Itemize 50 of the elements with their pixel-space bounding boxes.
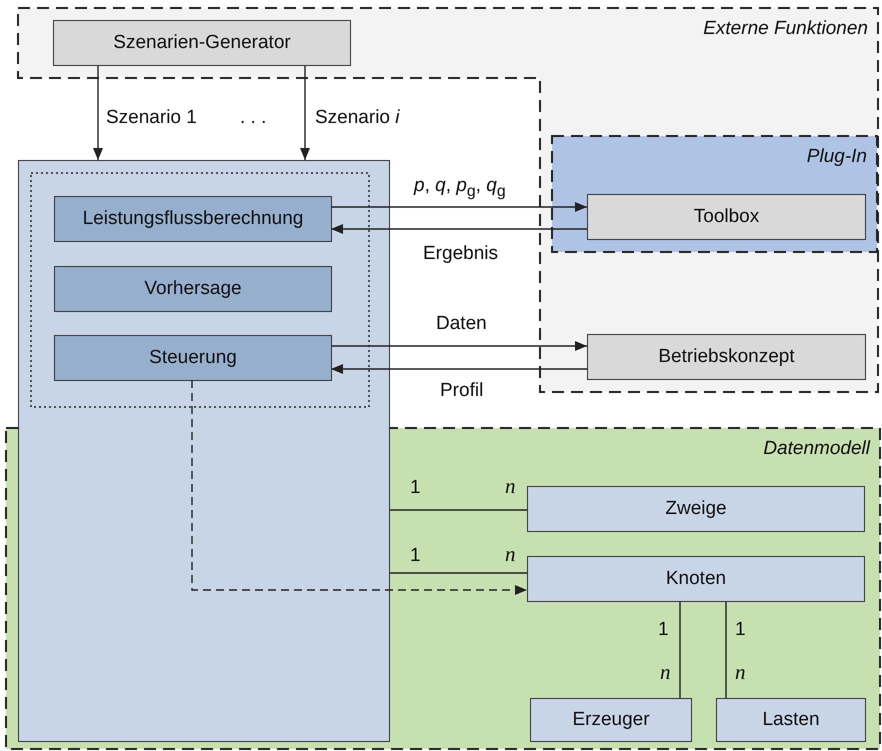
multiplicity-label: 1 [735, 620, 746, 639]
arrow [331, 224, 587, 234]
process-box [54, 196, 332, 242]
process-box [587, 334, 866, 380]
process-box [54, 335, 332, 381]
box-label: Szenarien-Generator [113, 32, 291, 54]
box-label: Knoten [666, 568, 726, 590]
region-title: Externe Funktionen [703, 18, 868, 40]
arrow [300, 66, 310, 160]
box-label: Zweige [665, 498, 727, 520]
container-box [18, 160, 390, 742]
edge-label: Ergebnis [423, 244, 498, 263]
edge-label: Szenario i [315, 108, 400, 127]
edge-label: p, q, p$_{g}$, q$_{g}$ [414, 176, 506, 200]
region-title: Datenmodell [763, 438, 870, 460]
process-box [527, 556, 865, 602]
multiplicity-label: n [660, 662, 670, 683]
process-box [53, 20, 351, 66]
box-label: Lasten [762, 709, 820, 731]
multiplicity-label: n [505, 476, 516, 497]
connector-line [390, 572, 527, 574]
process-box [54, 266, 332, 312]
multiplicity-label: 1 [410, 546, 421, 565]
box-label: Vorhersage [144, 278, 242, 300]
box-label: Steuerung [149, 347, 237, 369]
arrow [331, 202, 587, 212]
connector-line [679, 602, 681, 698]
multiplicity-label: 1 [658, 620, 669, 639]
connector-line [725, 602, 727, 698]
box-label: Betriebskonzept [658, 346, 795, 368]
connector-line [390, 509, 527, 511]
edge-label: Daten [436, 314, 487, 333]
ellipsis-label: . . . [240, 108, 266, 127]
arrow [331, 341, 587, 351]
box-label: Toolbox [694, 206, 760, 228]
arrow [191, 380, 527, 595]
box-label: Erzeuger [572, 709, 650, 731]
multiplicity-label: n [735, 662, 746, 683]
multiplicity-label: n [505, 544, 516, 565]
edge-label: Profil [440, 381, 484, 400]
edge-label: Szenario 1 [106, 108, 197, 127]
arrow [93, 66, 103, 160]
arrow [331, 364, 587, 374]
process-box [530, 698, 692, 742]
multiplicity-label: 1 [410, 478, 421, 497]
region-title: Plug-In [806, 146, 867, 168]
box-label: Leistungsflussberechnung [82, 208, 304, 230]
process-box [527, 486, 865, 532]
process-box [716, 698, 866, 742]
process-box [587, 194, 866, 240]
